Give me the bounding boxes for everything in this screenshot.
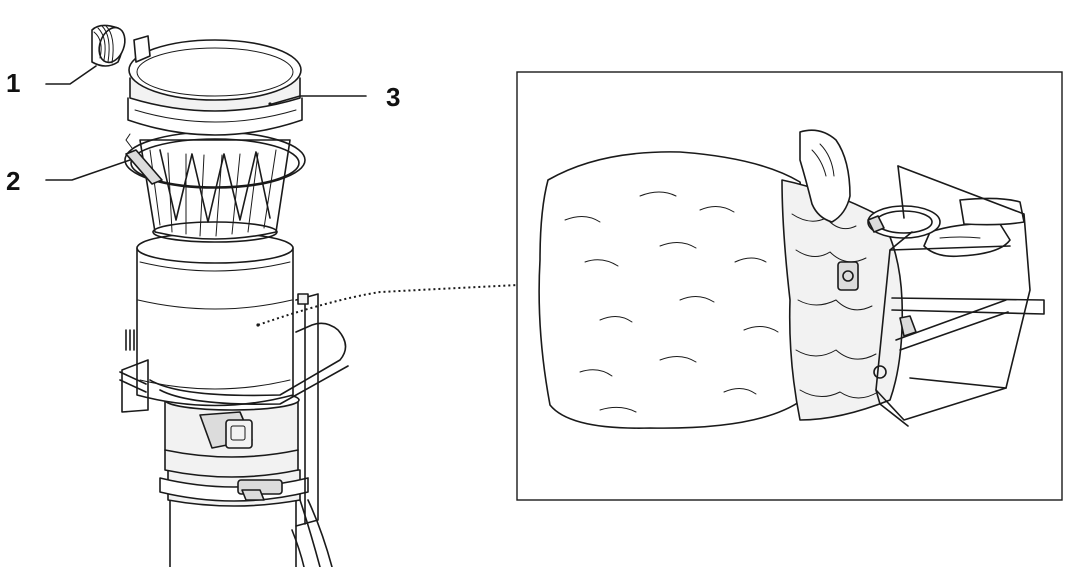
- callout-label-3: 3: [386, 82, 400, 112]
- motor-housing: [164, 389, 300, 478]
- detail-view: [516, 71, 1063, 501]
- filter-bag: [538, 151, 806, 429]
- vacuum-unit: [91, 24, 349, 567]
- hands: [799, 129, 1025, 258]
- callout-1: 1: [6, 65, 97, 98]
- leader-line-2: [45, 159, 131, 181]
- detail-connector-dotted: [257, 284, 518, 326]
- lower-tank: [159, 469, 309, 567]
- callout-label-2: 2: [6, 166, 20, 196]
- filter-cartridge: [139, 139, 291, 243]
- collection-drum: [136, 232, 294, 407]
- callout-3: 3: [271, 82, 400, 112]
- callout-label-1: 1: [6, 68, 20, 98]
- callout-2: 2: [6, 159, 131, 196]
- leader-line-1: [45, 65, 97, 85]
- trolley-frame: [119, 293, 349, 567]
- top-cover: [127, 35, 303, 136]
- bag-ring: [867, 205, 941, 239]
- leader-line-3: [271, 95, 367, 105]
- bag-holder-frame: [875, 165, 1045, 427]
- hose-fitting: [91, 24, 126, 67]
